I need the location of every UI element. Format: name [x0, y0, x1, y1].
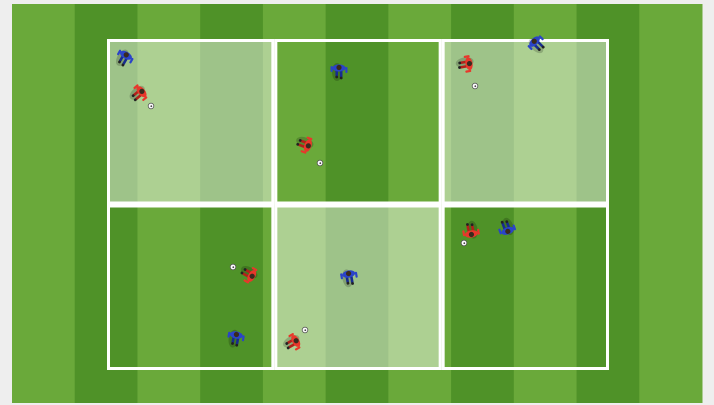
grass-stripe — [639, 4, 702, 403]
ball-icon — [302, 327, 308, 333]
ball-icon — [461, 240, 467, 246]
zone-highlight — [107, 39, 274, 205]
ball-icon — [148, 103, 154, 109]
ball-icon — [472, 83, 478, 89]
ball-icon — [230, 264, 236, 270]
grass-stripe — [12, 4, 75, 403]
ball-icon — [317, 160, 323, 166]
